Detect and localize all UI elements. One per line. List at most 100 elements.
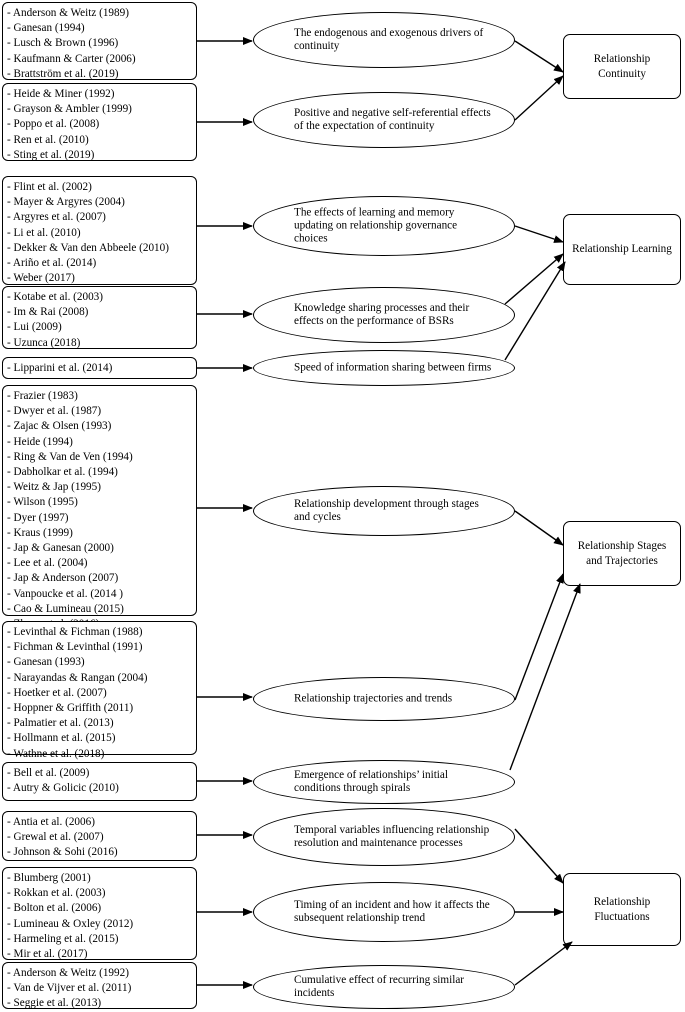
theme-ellipse-recurring-incidents: Cumulative effect of recurring similar i… [253, 965, 515, 1009]
reference-entry: - Argyres et al. (2007) [7, 211, 106, 224]
theme-ellipse-information-speed: Speed of information sharing between fir… [253, 350, 515, 386]
reference-entry: - Cao & Lumineau (2015) [7, 602, 124, 615]
reference-entry: - Johnson & Sohi (2016) [7, 846, 118, 859]
reference-entry: - Fichman & Levinthal (1991) [7, 641, 143, 654]
arrow-theme-to-outcome-1 [514, 40, 564, 73]
reference-entry: - Wathne et al. (2018) [7, 747, 105, 760]
reference-entry: - Palmatier et al. (2013) [7, 717, 114, 730]
outcome-box-stages-trajectories: Relationship Stages and Trajectories [563, 521, 681, 586]
reference-entry: - Kraus (1999) [7, 526, 73, 539]
reference-entry: - Van de Vijver et al. (2011) [7, 982, 132, 995]
reference-entry: - Lee et al. (2004) [7, 557, 88, 570]
arrow-theme-to-outcome-4 [504, 253, 564, 305]
theme-label: The endogenous and exogenous drivers of … [294, 27, 484, 52]
reference-entry: - Antia et al. (2006) [7, 816, 95, 828]
theme-label: Speed of information sharing between fir… [294, 361, 492, 374]
reference-entry: - Jap & Ganesan (2000) [7, 542, 114, 555]
theme-label: Knowledge sharing processes and their ef… [294, 302, 470, 327]
reference-entry: - Hoppner & Griffith (2011) [7, 702, 134, 715]
reference-entry: - Vanpoucke et al. (2014 ) [7, 587, 123, 600]
reference-entry: - Weber (2017) [7, 272, 75, 285]
reference-entry: - Ren et al. (2010) [7, 133, 89, 146]
reference-entry: - Harmeling et al. (2015) [7, 932, 119, 945]
reference-entry: - Brattström et al. (2019) [7, 67, 119, 80]
reference-entry: - Dwyer et al. (1987) [7, 405, 102, 418]
reference-box-recurring-incidents: - Anderson & Weitz (1992) - Van de Vijver… [2, 962, 197, 1009]
theme-label: Cumulative effect of recurring similar i… [294, 974, 465, 999]
reference-entry: - Hollmann et al. (2015) [7, 732, 116, 745]
theme-ellipse-knowledge-sharing: Knowledge sharing processes and their ef… [253, 287, 515, 343]
reference-entry: - Li et al. (2010) [7, 226, 81, 239]
reference-box-information-speed: - Lipparini et al. (2014) [2, 357, 197, 379]
reference-entry: - Mir et al. (2017) [7, 948, 88, 961]
reference-entry: - Poppo et al. (2008) [7, 118, 100, 131]
reference-entry: - Ariño et al. (2014) [7, 257, 97, 270]
reference-entry: - Frazier (1983) [7, 390, 78, 402]
outcome-label: Relationship Learning [572, 243, 672, 255]
theme-ellipse-continuity-drivers: The endogenous and exogenous drivers of … [253, 12, 515, 68]
outcome-label: Relationship Stages and Trajectories [577, 539, 667, 567]
reference-entry: - Dyer (1997) [7, 511, 69, 524]
theme-label: Timing of an incident and how it affects… [294, 899, 490, 924]
theme-ellipse-trajectories-trends: Relationship trajectories and trends [253, 677, 515, 721]
reference-entry: - Bell et al. (2009) [7, 767, 90, 779]
reference-entry: - Flint et al. (2002) [7, 181, 92, 193]
theme-label: Relationship trajectories and trends [294, 692, 453, 705]
reference-entry: - Lusch & Brown (1996) [7, 37, 119, 50]
outcome-box-learning: Relationship Learning [563, 214, 681, 285]
reference-box-continuity-expectation: - Heide & Miner (1992) - Grayson & Ambler… [2, 83, 197, 161]
reference-box-stages-cycles: - Frazier (1983) - Dwyer et al. (1987) - Z… [2, 385, 197, 630]
reference-box-incident-timing: - Blumberg (2001)- Rokkan et al. (2003)-… [2, 867, 197, 960]
theme-label: Relationship development through stages … [294, 498, 479, 523]
reference-entry: - Mayer & Argyres (2004) [7, 196, 125, 209]
reference-entry: - Zajac & Olsen (1993) [7, 420, 112, 433]
reference-box-continuity-drivers: - Anderson & Weitz (1989) - Ganesan (1994… [2, 2, 197, 80]
reference-box-temporal-variables: - Antia et al. (2006) - Grewal et al. (20… [2, 811, 197, 861]
arrow-theme-to-outcome-2 [514, 75, 564, 121]
arrow-theme-to-outcome-9 [514, 828, 564, 884]
reference-box-knowledge-sharing: - Kotabe et al. (2003)- Im & Rai (2008)-… [2, 286, 197, 349]
reference-entry: - Levinthal & Fichman (1988) [7, 626, 143, 638]
theme-ellipse-stages-cycles: Relationship development through stages … [253, 486, 515, 536]
theme-ellipse-learning-memory: The effects of learning and memory updat… [253, 196, 515, 256]
reference-entry: - Ganesan (1993) [7, 656, 85, 669]
reference-entry: - Weitz & Jap (1995) [7, 481, 101, 494]
arrow-theme-to-outcome-6 [514, 510, 564, 546]
reference-entry: - Hoetker et al. (2007) [7, 686, 107, 699]
theme-ellipse-temporal-variables: Temporal variables influencing relations… [253, 808, 515, 866]
theme-label: Emergence of relationships’ initial cond… [294, 769, 448, 794]
reference-box-trajectories-trends: - Levinthal & Fichman (1988) - Fichman & … [2, 621, 197, 760]
theme-ellipse-incident-timing: Timing of an incident and how it affects… [253, 882, 515, 942]
arrow-theme-to-outcome-11 [514, 941, 573, 986]
reference-entry: - Blumberg (2001) [7, 872, 91, 884]
reference-entry: - Autry & Golicic (2010) [7, 782, 119, 795]
reference-entry: - Kotabe et al. (2003) [7, 291, 103, 303]
outcome-label: Relationship Continuity [593, 52, 651, 80]
reference-entry: - Sting et al. (2019) [7, 148, 95, 161]
reference-entry: - Uzunca (2018) [7, 336, 81, 349]
outcome-box-fluctuations: Relationship Fluctuations [563, 873, 681, 946]
theme-ellipse-initial-conditions: Emergence of relationships’ initial cond… [253, 760, 515, 804]
arrow-theme-to-outcome-8 [509, 583, 581, 771]
reference-entry: - Lipparini et al. (2014) [7, 362, 113, 374]
theme-label: Positive and negative self-referential e… [294, 107, 491, 132]
reference-entry: - Lumineau & Oxley (2012) [7, 917, 134, 930]
reference-entry: - Ganesan (1994) [7, 22, 85, 35]
reference-box-initial-conditions: - Bell et al. (2009) - Autry & Golicic (2… [2, 762, 197, 801]
reference-entry: - Anderson & Weitz (1989) [7, 7, 129, 19]
reference-entry: - Dabholkar et al. (1994) [7, 466, 118, 479]
reference-entry: - Wilson (1995) [7, 496, 78, 509]
arrow-theme-to-outcome-3 [514, 225, 564, 243]
reference-entry: - Grewal et al. (2007) [7, 831, 104, 844]
reference-entry: - Dekker & Van den Abbeele (2010) [7, 241, 169, 254]
reference-entry: - Kaufmann & Carter (2006) [7, 52, 136, 65]
reference-entry: - Anderson & Weitz (1992) [7, 967, 129, 979]
theme-ellipse-continuity-expectation: Positive and negative self-referential e… [253, 92, 515, 148]
reference-entry: - Heide (1994) [7, 435, 73, 448]
reference-entry: - Narayandas & Rangan (2004) [7, 671, 148, 684]
reference-box-learning-memory: - Flint et al. (2002) - Mayer & Argyres (… [2, 176, 197, 285]
reference-entry: - Seggie et al. (2013) [7, 997, 102, 1010]
reference-entry: - Grayson & Ambler (1999) [7, 103, 132, 116]
reference-entry: - Heide & Miner (1992) [7, 88, 115, 100]
theme-label: Temporal variables influencing relations… [294, 824, 490, 849]
